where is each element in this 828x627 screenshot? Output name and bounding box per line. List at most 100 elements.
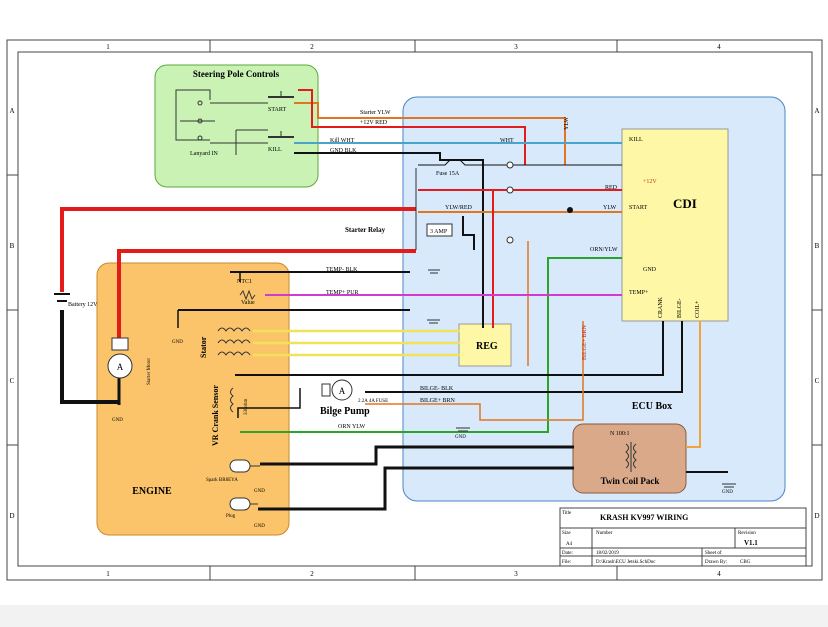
label-value: Value [241, 300, 255, 306]
label-bilge-brn: BILGE+ BRN [420, 398, 456, 404]
grid-row-b-right: B [815, 242, 820, 250]
label-gnd-starter: GND [112, 418, 123, 423]
label-gnd-spark: GND [254, 489, 265, 494]
grid-row-d-left: D [9, 512, 14, 520]
tb-file-label: File: [562, 560, 571, 565]
label-bilge-blk: BILGE- BLK [420, 386, 454, 392]
grid-row-a-left: A [9, 107, 14, 115]
starter-motor-a: A [117, 362, 124, 372]
label-12v-red: +12V RED [360, 120, 388, 126]
label-starter-motor: Starter Motor [147, 358, 152, 385]
tb-size-label: Size [562, 531, 571, 536]
wire-spark-2 [258, 466, 574, 511]
engine-box [96, 262, 290, 536]
wire-crank [235, 321, 664, 376]
label-orn-ylw-top: ORN/YLW [590, 247, 618, 253]
wire-red-battery [60, 207, 416, 292]
wire-coil-plus [686, 321, 701, 448]
battery-symbol [54, 293, 70, 302]
label-gnd-plug: GND [254, 524, 265, 529]
label-ylw-red: YLW/RED [445, 205, 473, 211]
label-starter-relay: Starter Relay [345, 226, 386, 234]
label-lanyard: Lanyard IN [190, 151, 218, 157]
wire-12v-red [298, 89, 526, 165]
tb-title-label: Title [562, 511, 572, 516]
cdi-label-gnd: GND [643, 267, 657, 273]
reg-box [458, 323, 512, 367]
vr-sensor-coil [230, 387, 234, 413]
grid-row-d-right: D [814, 512, 819, 520]
ground-symbol-coil [722, 483, 736, 488]
label-wht: WHT [500, 138, 514, 144]
cdi-label-kill: KILL [629, 137, 643, 143]
grid-col-1-bottom: 1 [106, 570, 110, 578]
label-battery: Battery 12V [68, 302, 98, 308]
wire-orn-ylw [240, 257, 622, 433]
label-bilge-pump: Bilge Pump [320, 406, 370, 417]
wire-crank-2 [237, 388, 301, 418]
cdi-label-start: START [629, 205, 647, 211]
wire-fuse [418, 159, 622, 166]
wire-spark-1 [260, 445, 574, 466]
grid-col-2-bottom: 2 [310, 570, 314, 578]
label-relay-amp: 3 AMP [430, 229, 448, 235]
cdi-title: CDI [673, 196, 697, 211]
label-kill-switch: KILL [268, 147, 282, 153]
label-start-switch: START [268, 107, 286, 113]
label-coil-ratio: N 100:1 [610, 431, 630, 437]
cdi-label-12v: +12V [643, 179, 657, 185]
ntc-resistor [239, 289, 256, 301]
tb-title: KRASH KV997 WIRING [600, 513, 688, 522]
label-fuse: Fuse 15A [436, 171, 460, 177]
reg-title: REG [476, 341, 498, 352]
spark-plug-1 [229, 459, 260, 473]
label-ntc: NTC1 [237, 279, 252, 285]
cdi-label-coil: COIL+ [695, 300, 701, 318]
wire-starter-ylw [294, 102, 566, 165]
grid-col-2-top: 2 [310, 43, 314, 51]
cdi-box [621, 128, 729, 322]
ground-symbol-ecu [427, 319, 440, 324]
tb-sheet-label: Sheet of [705, 551, 722, 556]
grid-row-a-right: A [814, 107, 819, 115]
label-temp-blk: TEMP- BLK [326, 267, 358, 273]
cdi-label-red: RED [605, 185, 618, 191]
bilge-pump-a: A [339, 386, 346, 396]
grid-col-1-top: 1 [106, 43, 110, 51]
grid-col-3-top: 3 [514, 43, 518, 51]
twin-coil-box [572, 423, 687, 494]
label-ohms: 330ohm [244, 399, 249, 416]
title-block [559, 507, 807, 567]
wire-bilge-brn [365, 321, 584, 421]
ground-symbol-relay [428, 269, 440, 274]
wire-relay-black [462, 216, 475, 250]
spark-plug-2 [229, 497, 258, 511]
engine-title: ENGINE [132, 486, 172, 497]
label-starter-ylw: Starter YLW [360, 110, 391, 116]
grid-row-c-left: C [10, 377, 15, 385]
tb-number-label: Number [596, 531, 613, 536]
label-vr-crank: VR Crank Sensor [211, 385, 220, 446]
grid-col-4-bottom: 4 [717, 570, 721, 578]
tb-revision: V1.1 [744, 539, 758, 547]
stator-coils [217, 327, 251, 356]
grid-row-b-left: B [10, 242, 15, 250]
cdi-label-ylw: YLW [603, 205, 617, 211]
ecu-box-title: ECU Box [632, 401, 672, 412]
tb-size: A4 [566, 542, 573, 547]
label-bilge-brn-vertical: BILGE+ BRN [582, 324, 588, 360]
label-orn-ylw-bottom: ORN YLW [338, 424, 365, 430]
bottom-band [0, 605, 828, 627]
cdi-label-crank: CRANK [658, 296, 664, 318]
label-temp-pur: TEMP+ PUR [326, 290, 359, 296]
cdi-label-temp: TEMP+ [629, 290, 649, 296]
tb-file: D:\Krash\ECU Jetski.SchDoc [596, 560, 656, 565]
tb-date-label: Date: [562, 551, 573, 556]
grid-row-c-right: C [815, 377, 820, 385]
tb-revision-label: Revision [738, 531, 756, 536]
tb-drawn: CBG [740, 560, 751, 565]
relay-coil [426, 223, 453, 237]
steering-title: Steering Pole Controls [193, 69, 280, 79]
tb-drawn-label: Drawn By: [705, 560, 727, 565]
label-gnd-blk: GND BLK [330, 148, 357, 154]
